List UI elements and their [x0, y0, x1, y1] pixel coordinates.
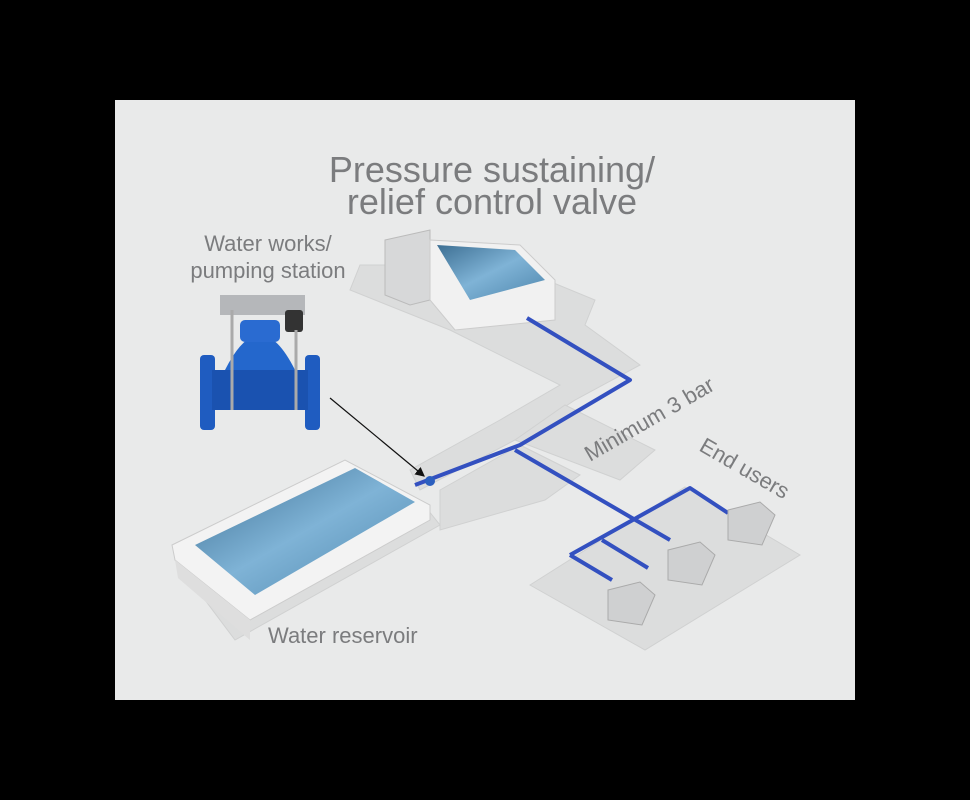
- pipes: [414, 316, 730, 582]
- water-works-label-2: pumping station: [190, 258, 345, 283]
- pumping-station-tank: [384, 229, 556, 331]
- installed-valve-icon: [425, 476, 435, 486]
- end-user-buildings: [607, 501, 776, 626]
- title-line-2: relief control valve: [347, 181, 637, 222]
- water-reservoir-tank: [171, 459, 431, 640]
- water-works-label-1: Water works/: [204, 231, 332, 256]
- pointer-arrow: [329, 397, 425, 477]
- water-reservoir-label: Water reservoir: [268, 623, 418, 648]
- title-line-1: Pressure sustaining/: [329, 149, 655, 190]
- control-valve-icon: [200, 295, 320, 430]
